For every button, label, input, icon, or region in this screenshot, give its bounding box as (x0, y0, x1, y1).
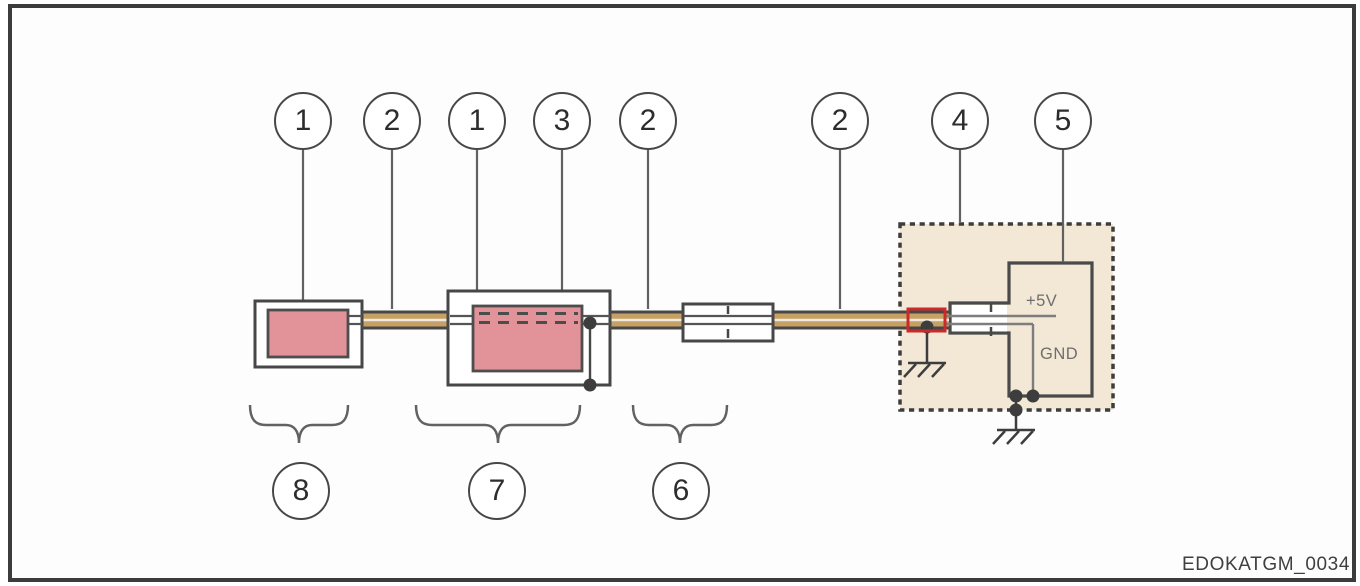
module-pin-wiring (945, 304, 1056, 394)
junction-dot (583, 316, 597, 330)
callout-7-group: 7 (468, 462, 526, 520)
sensor-middle (446, 289, 612, 392)
sensor-middle-element (471, 304, 584, 373)
wire-harness (360, 310, 949, 330)
brace-6 (631, 404, 729, 444)
brace-7 (414, 404, 582, 444)
hidden-wire-dashes (479, 312, 578, 324)
callout-2-wire-c: 2 (811, 92, 869, 150)
wire-segment-3 (771, 310, 949, 330)
sensor-left-element (266, 308, 350, 359)
callout-4-control-module: 4 (931, 92, 989, 150)
brace-8 (248, 404, 350, 444)
group-braces (248, 404, 729, 444)
ground-label: GND (1040, 345, 1079, 363)
callout-5-regulator: 5 (1034, 92, 1092, 150)
callout-3-sensor-element: 3 (533, 92, 591, 150)
junction-dot (1026, 389, 1040, 403)
callout-1-middle-sensor: 1 (448, 92, 506, 150)
callout-1-left-sensor: 1 (274, 92, 332, 150)
module-connector-cavity (952, 305, 1007, 332)
inline-connector (681, 302, 775, 343)
figure-code: EDOKATGM_0034 (1182, 554, 1350, 575)
wire-segment-2 (608, 310, 685, 330)
callout-leader-lines (301, 150, 1065, 309)
shield-ground (903, 328, 946, 378)
highlight-red-box (906, 307, 947, 333)
sensor-left (253, 299, 364, 369)
callout-2-wire-a: 2 (363, 92, 421, 150)
junction-dot (583, 378, 597, 392)
voltage-regulator-block (948, 261, 1094, 398)
supply-5v-label: +5V (1026, 292, 1058, 310)
junction-dot (1009, 403, 1023, 417)
wire-segment-1 (360, 310, 452, 330)
callout-6-group: 6 (652, 462, 710, 520)
callout-2-wire-b: 2 (619, 92, 677, 150)
junction-dot (1009, 389, 1023, 403)
callout-8-group: 8 (272, 462, 330, 520)
